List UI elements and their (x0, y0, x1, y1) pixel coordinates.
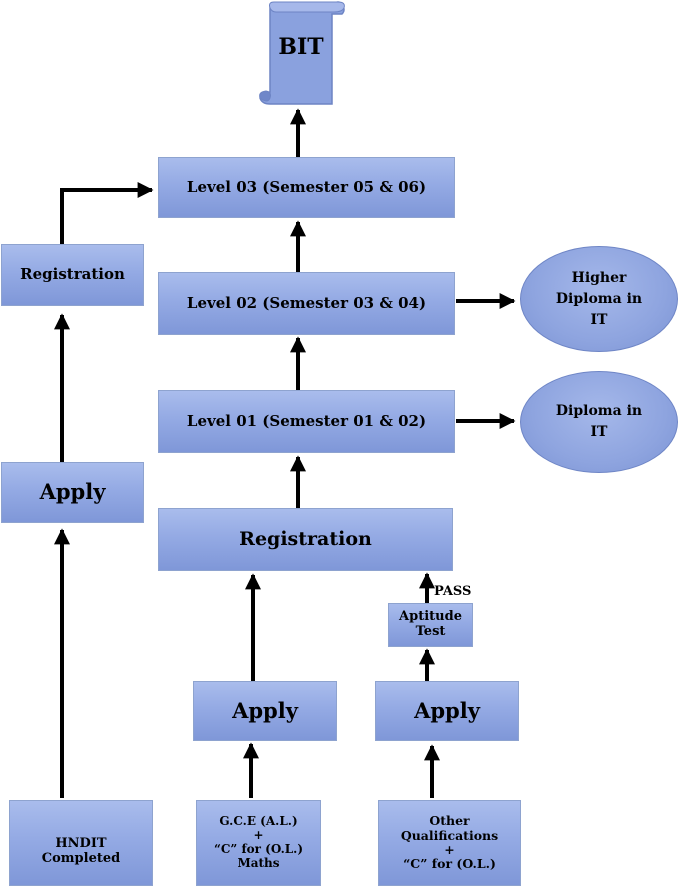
other-qualifications-box: Other Qualifications + “C” for (O.L.) (378, 800, 521, 886)
arrow-left-registration-to-level3 (60, 182, 154, 244)
level-03-label: Level 03 (Semester 05 & 06) (186, 177, 427, 196)
gce-box: G.C.E (A.L.) + “C” for (O.L.) Maths (196, 800, 321, 886)
higher-diploma-ellipse: Higher Diploma in IT (520, 246, 678, 352)
right-apply-label: Apply (414, 697, 480, 723)
level-02-label: Level 02 (Semester 03 & 04) (186, 293, 427, 312)
left-apply-label: Apply (39, 479, 106, 505)
left-apply-box: Apply (1, 462, 144, 523)
aptitude-test-label: Aptitude Test (399, 609, 462, 639)
level-02-box: Level 02 (Semester 03 & 04) (158, 272, 455, 335)
aptitude-test-box: Aptitude Test (388, 603, 473, 647)
other-qualifications-label: Other Qualifications + “C” for (O.L.) (400, 813, 499, 872)
main-registration-box: Registration (158, 508, 453, 571)
mid-apply-label: Apply (232, 697, 298, 723)
bit-scroll-shape (259, 1, 345, 105)
right-apply-box: Apply (375, 681, 519, 741)
main-registration-label: Registration (239, 527, 372, 550)
bit-title: BIT (278, 34, 324, 60)
hndit-completed-box: HNDIT Completed (9, 800, 153, 886)
hndit-completed-label: HNDIT Completed (41, 836, 121, 867)
left-registration-label: Registration (20, 265, 125, 284)
level-03-box: Level 03 (Semester 05 & 06) (158, 157, 455, 218)
diploma-ellipse: Diploma in IT (520, 371, 678, 473)
level-01-label: Level 01 (Semester 01 & 02) (186, 411, 427, 430)
level-01-box: Level 01 (Semester 01 & 02) (158, 390, 455, 453)
left-registration-box: Registration (1, 244, 144, 306)
pass-label: PASS (434, 584, 472, 599)
mid-apply-box: Apply (193, 681, 337, 741)
gce-label: G.C.E (A.L.) + “C” for (O.L.) Maths (213, 814, 304, 870)
